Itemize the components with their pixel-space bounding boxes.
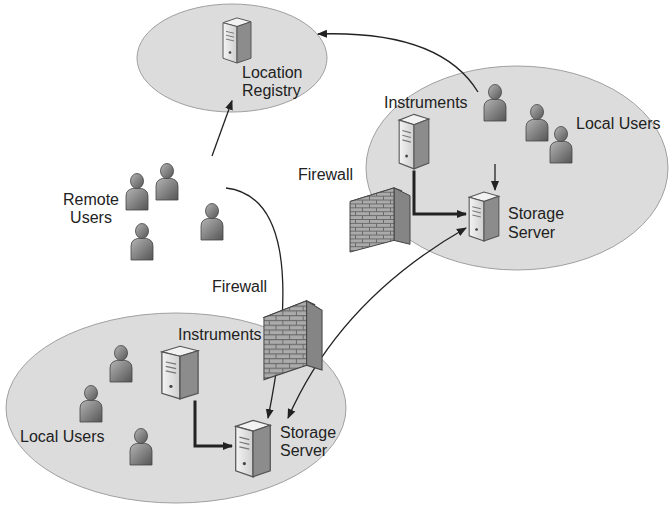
node-label: Location Registry (242, 64, 318, 101)
connector-arrow (318, 34, 478, 92)
node-label: Firewall (212, 278, 267, 296)
server-icon (158, 344, 202, 400)
server-icon (232, 418, 274, 478)
network-node: Instruments (150, 326, 262, 400)
node-label: Storage Server (508, 205, 580, 242)
node-label: Local Users (20, 428, 104, 446)
users-icon (122, 156, 226, 262)
registry-region (137, 4, 327, 112)
users-icon (478, 84, 574, 164)
network-node: Local Users (478, 84, 660, 164)
network-node: Location Registry (210, 16, 318, 101)
node-label: Instruments (384, 94, 468, 112)
node-label: Local Users (576, 115, 660, 133)
connector-arrow (288, 228, 466, 418)
network-node: Local Users (8, 340, 158, 446)
network-node: Storage Server (232, 418, 352, 478)
connector-arrow (494, 164, 495, 190)
server-icon (396, 112, 432, 170)
server-icon (220, 16, 254, 64)
site-region (366, 66, 668, 270)
network-node: Remote Users (60, 156, 226, 262)
node-label: Remote Users (60, 191, 122, 228)
network-node: Instruments (384, 94, 468, 170)
node-label: Instruments (178, 326, 262, 344)
users-icon (8, 340, 158, 468)
connector-arrow (414, 170, 466, 214)
node-label: Firewall (298, 166, 353, 184)
node-label: Storage Server (280, 424, 352, 461)
firewall-icon (348, 184, 412, 254)
connector-arrow (226, 188, 283, 418)
connector-arrow (195, 400, 232, 446)
server-icon (466, 190, 502, 242)
firewall-icon (262, 296, 324, 382)
network-node: Storage Server (466, 190, 580, 242)
connector-arrow (212, 101, 232, 156)
network-node: Firewall (298, 166, 412, 254)
